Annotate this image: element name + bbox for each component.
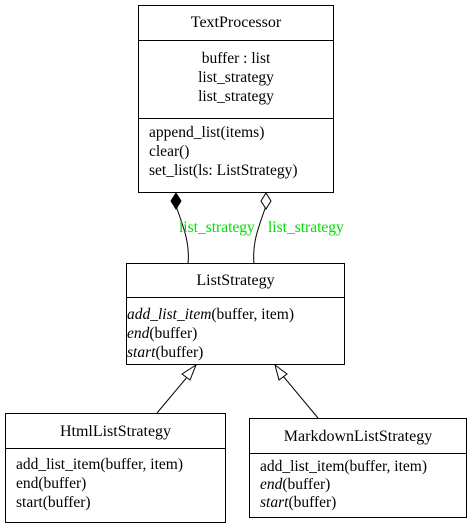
operation: start(buffer)	[16, 494, 91, 511]
class-name: MarkdownListStrategy	[283, 428, 433, 445]
composition-edge	[175, 205, 189, 265]
attribute: list_strategy	[198, 88, 274, 105]
aggregation-diamond-icon	[260, 192, 272, 210]
class-text-processor[interactable]: TextProcessor buffer : list list_strateg…	[138, 5, 334, 193]
html-inheritance-arrow-icon	[181, 363, 198, 381]
attribute: list_strategy	[198, 69, 274, 86]
operation: start(buffer)	[260, 494, 337, 511]
operations-section: add_list_item(buffer, item) end(buffer) …	[250, 453, 466, 517]
class-html-list-strategy[interactable]: HtmlListStrategy add_list_item(buffer, i…	[5, 413, 226, 523]
operations-section: append_list(items) clear() set_list(ls: …	[139, 118, 333, 192]
operation: end(buffer)	[127, 325, 198, 342]
class-list-strategy[interactable]: ListStrategy add_list_item(buffer, item)…	[126, 263, 345, 365]
operation: add_list_item(buffer, item)	[16, 456, 183, 473]
operations-section: add_list_item(buffer, item) end(buffer) …	[6, 448, 225, 522]
class-name: HtmlListStrategy	[59, 423, 172, 440]
attribute: buffer : list	[201, 50, 271, 67]
attributes-section: buffer : list list_strategy list_strateg…	[139, 40, 333, 118]
markdown-inheritance-edge	[282, 375, 319, 419]
operation: set_list(ls: ListStrategy)	[149, 162, 298, 179]
aggregation-label: list_strategy	[268, 219, 344, 236]
class-markdown-list-strategy[interactable]: MarkdownListStrategy add_list_item(buffe…	[249, 418, 467, 518]
operation: add_list_item(buffer, item)	[260, 458, 427, 475]
operation: append_list(items)	[149, 124, 265, 141]
class-name: TextProcessor	[190, 14, 282, 31]
operations-section: add_list_item(buffer, item) end(buffer) …	[127, 297, 344, 364]
operation: end(buffer)	[260, 476, 331, 493]
operation: start(buffer)	[127, 344, 204, 361]
operation: add_list_item(buffer, item)	[127, 306, 294, 323]
operation: end(buffer)	[16, 475, 87, 492]
markdown-inheritance-arrow-icon	[274, 363, 288, 381]
aggregation-edge	[253, 205, 267, 265]
html-inheritance-edge	[156, 375, 189, 414]
composition-label: list_strategy	[179, 219, 255, 236]
operation: clear()	[149, 143, 190, 160]
composition-diamond-icon	[170, 192, 182, 210]
class-name: ListStrategy	[196, 272, 275, 289]
